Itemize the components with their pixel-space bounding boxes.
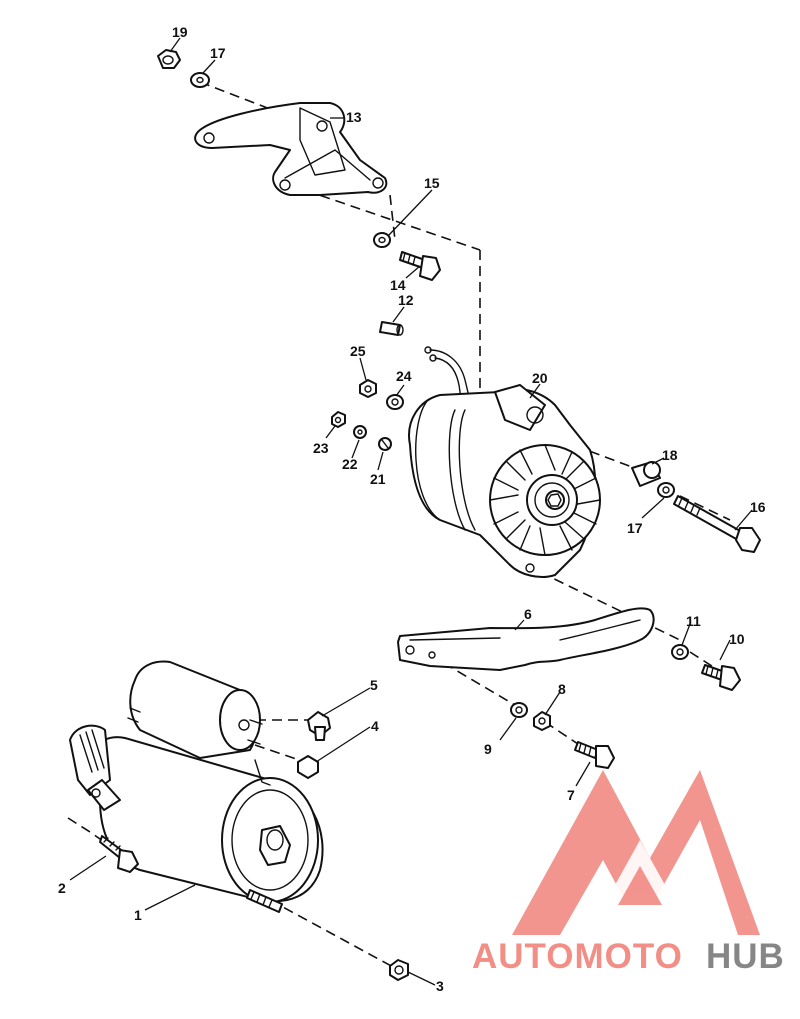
part-11-lock-washer [671,644,689,660]
logo-text-hub: HUB [706,937,785,976]
callout-13: 13 [346,109,362,125]
callout-14: 14 [390,277,406,293]
part-6-adjusting-bracket [397,607,655,671]
logo-text-automoto: AUTOMOTO [472,937,683,976]
callout-2: 2 [58,880,66,896]
callout-18: 18 [662,447,678,463]
part-4-nut [297,755,319,779]
part-25-nut [359,379,377,398]
part-16-long-bolt [673,495,761,553]
automotohub-logo: AUTOMOTO HUB [472,770,785,976]
leader-lines [69,37,753,986]
part-2-bolt [99,835,139,873]
callout-3: 3 [436,978,444,994]
part-9-washer [510,702,528,718]
callout-11: 11 [686,613,701,629]
part-22-washer [353,425,367,439]
part-18-spacer [631,461,661,487]
part-19-nut [157,49,181,69]
part-17-washer-right [657,482,675,498]
callout-7: 7 [567,787,575,803]
part-8-nut [533,711,551,731]
callout-17-right: 17 [627,520,643,536]
callout-1: 1 [134,907,142,923]
callout-8: 8 [558,681,566,697]
callout-6: 6 [524,606,532,622]
callout-5: 5 [370,677,378,693]
callout-21: 21 [370,471,386,487]
callout-16: 16 [750,499,766,515]
callout-12: 12 [398,292,414,308]
part-23-nut [331,411,346,428]
part-5-bolt [307,711,331,741]
callout-25: 25 [350,343,366,359]
callout-10: 10 [729,631,745,647]
part-14-bolt [399,251,441,281]
callout-19: 19 [172,24,188,40]
callout-15: 15 [424,175,440,191]
part-24-washer [386,394,404,410]
part-3-nut [389,959,409,981]
callout-9: 9 [484,741,492,757]
logo-inner-mark [618,866,662,905]
part-21-lock-washer [378,437,392,451]
part-7-bolt [574,741,615,769]
callout-17-top: 17 [210,45,226,61]
part-10-bolt [701,664,741,691]
callout-20: 20 [532,370,548,386]
callout-24: 24 [396,368,412,384]
part-15-lock-washer [373,232,391,248]
callout-labels: 19 17 13 15 14 12 25 24 23 22 21 20 18 1… [58,24,766,994]
callout-22: 22 [342,456,358,472]
callout-4: 4 [371,718,379,734]
part-13-bracket [194,102,388,196]
part-20-alternator [408,384,601,578]
part-12-pin [379,321,404,336]
callout-23: 23 [313,440,329,456]
part-17-washer-top [190,72,210,88]
part-1-starter-motor [69,660,324,913]
